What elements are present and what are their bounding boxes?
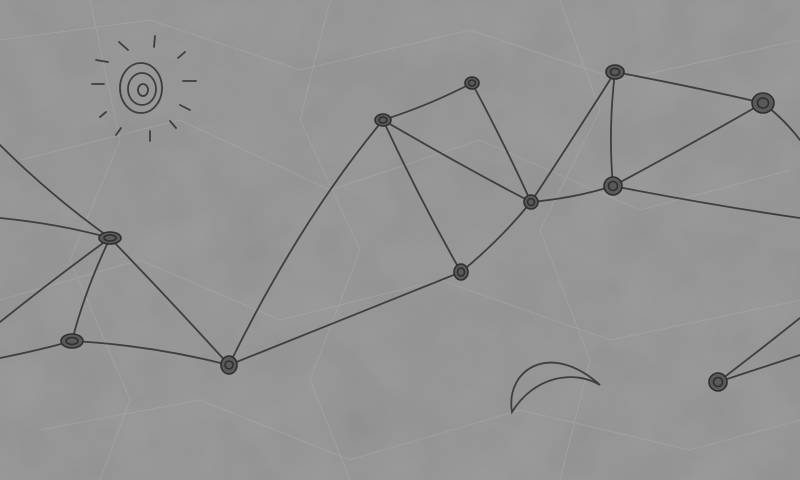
link xyxy=(610,71,616,187)
node-knots[interactable] xyxy=(60,64,775,392)
node[interactable] xyxy=(708,372,728,392)
link xyxy=(612,102,764,187)
node[interactable] xyxy=(453,263,469,281)
node[interactable] xyxy=(605,64,625,80)
node[interactable] xyxy=(98,231,122,245)
node[interactable] xyxy=(603,176,623,196)
sun-icon xyxy=(91,35,197,142)
node[interactable] xyxy=(60,333,84,349)
link xyxy=(614,71,764,104)
node[interactable] xyxy=(523,194,539,210)
link xyxy=(228,271,462,366)
link xyxy=(0,144,111,239)
link xyxy=(109,237,230,366)
link xyxy=(71,340,230,366)
link xyxy=(717,317,800,383)
link xyxy=(530,71,616,203)
link xyxy=(460,201,532,273)
link xyxy=(228,119,384,366)
link xyxy=(382,119,532,203)
node[interactable] xyxy=(464,76,480,90)
node[interactable] xyxy=(220,355,238,375)
link xyxy=(0,237,111,323)
link xyxy=(612,185,800,219)
link xyxy=(382,119,462,273)
link xyxy=(71,237,111,342)
link xyxy=(471,82,532,203)
crescent-icon[interactable] xyxy=(510,361,601,415)
link xyxy=(382,82,473,121)
node[interactable] xyxy=(374,113,392,127)
node[interactable] xyxy=(751,92,775,114)
